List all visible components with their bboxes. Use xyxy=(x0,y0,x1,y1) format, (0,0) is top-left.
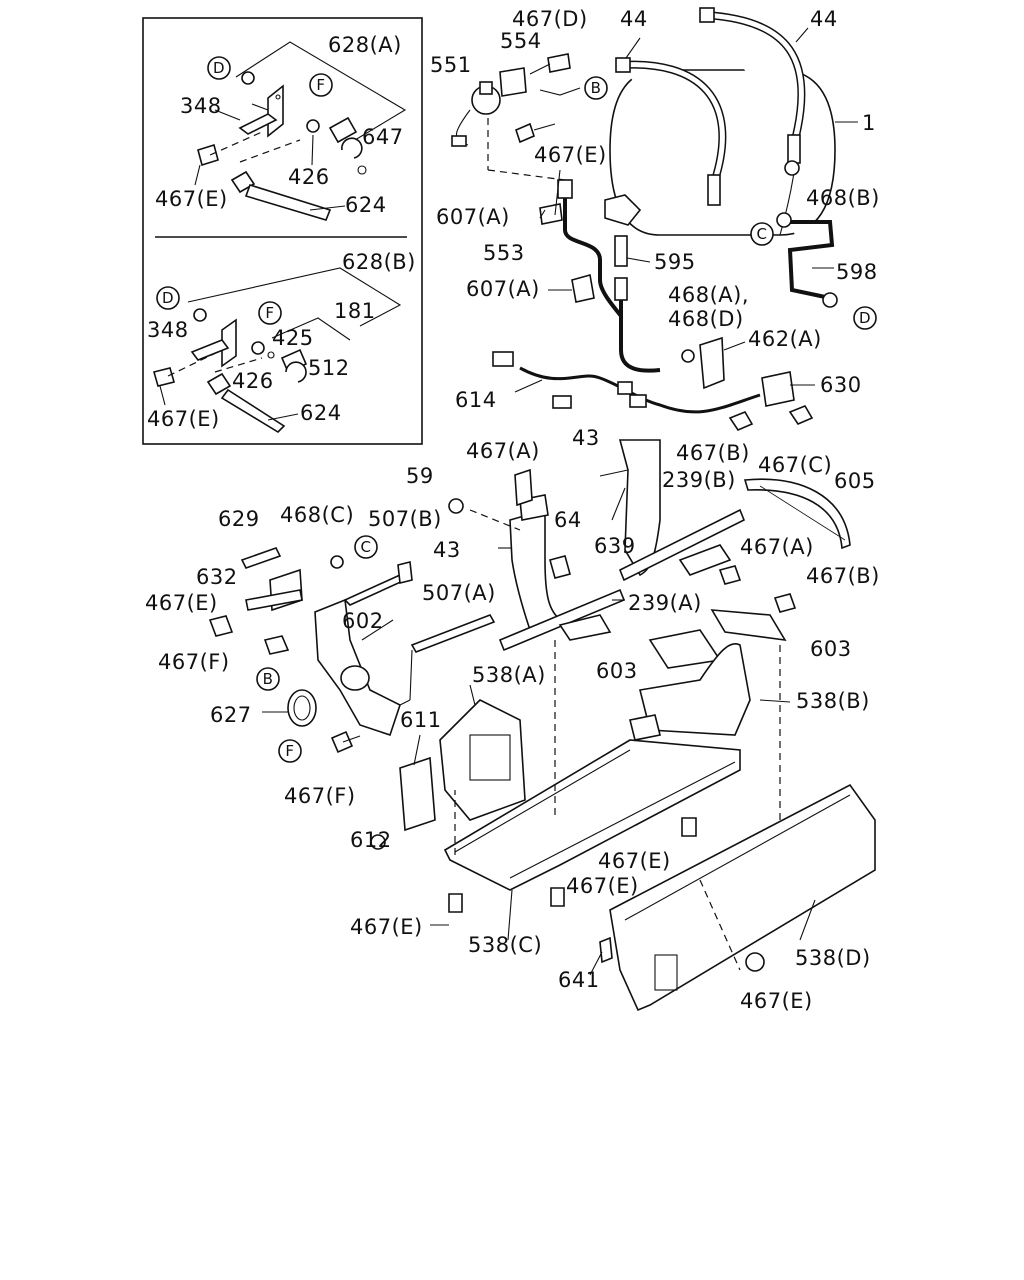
label-614: 614 xyxy=(455,388,497,412)
label-467e-bottom-left: 467(E) xyxy=(350,915,423,939)
label-628a: 628(A) xyxy=(328,33,402,57)
label-538b: 538(B) xyxy=(796,689,870,713)
inset-upper-assembly xyxy=(197,41,407,221)
label-239b: 239(B) xyxy=(662,468,736,492)
label-598: 598 xyxy=(836,260,878,284)
left-bracket-assembly xyxy=(208,547,496,754)
label-467e-left: 467(E) xyxy=(145,591,218,615)
main-markers: B C D C B F xyxy=(256,76,877,763)
label-628b: 628(B) xyxy=(342,250,416,274)
label-468c: 468(C) xyxy=(280,503,354,527)
label-348-upper: 348 xyxy=(180,94,222,118)
label-467e-top: 467(E) xyxy=(534,143,607,167)
label-348-lower: 348 xyxy=(147,318,189,342)
label-538c: 538(C) xyxy=(468,933,542,957)
tray-assembly xyxy=(370,640,876,1012)
leader-lines xyxy=(361,169,816,976)
label-612: 612 xyxy=(350,828,392,852)
label-462a: 462(A) xyxy=(748,327,822,351)
label-632: 632 xyxy=(196,565,238,589)
label-602: 602 xyxy=(342,609,384,633)
label-467f-1: 467(F) xyxy=(158,650,230,674)
label-629: 629 xyxy=(218,507,260,531)
label-538a: 538(A) xyxy=(472,663,546,687)
label-426-lower: 426 xyxy=(232,369,274,393)
label-467e-inset-upper: 467(E) xyxy=(155,187,228,211)
label-627: 627 xyxy=(210,703,252,727)
marker-d-main: D xyxy=(859,309,871,327)
label-43-top: 43 xyxy=(572,426,600,450)
label-605: 605 xyxy=(834,469,876,493)
label-467d: 467(D) xyxy=(512,7,588,31)
label-507b: 507(B) xyxy=(368,507,442,531)
label-1: 1 xyxy=(862,111,876,135)
label-467b-right: 467(B) xyxy=(806,564,880,588)
label-59: 59 xyxy=(406,464,434,488)
air-tank-assembly xyxy=(451,7,858,431)
label-603-right: 603 xyxy=(810,637,852,661)
bracket-assembly xyxy=(448,439,851,741)
label-554: 554 xyxy=(500,29,542,53)
marker-f-main: F xyxy=(285,742,294,760)
label-507a: 507(A) xyxy=(422,581,496,605)
label-624-lower: 624 xyxy=(300,401,342,425)
label-468b: 468(B) xyxy=(806,186,880,210)
label-467e-bottom-right: 467(E) xyxy=(740,989,813,1013)
detail-inset: 628(A) 348 647 426 467(E) 624 628(B) 181… xyxy=(142,17,423,445)
callout-labels: 44 44 1 467(D) 554 551 467(E) 468(B) 607… xyxy=(145,7,880,1013)
label-44-b: 44 xyxy=(810,7,838,31)
label-607a-2: 607(A) xyxy=(466,277,540,301)
label-603-center: 603 xyxy=(596,659,638,683)
label-595: 595 xyxy=(654,250,696,274)
label-551: 551 xyxy=(430,53,472,77)
label-43-mid: 43 xyxy=(433,538,461,562)
label-647: 647 xyxy=(362,125,404,149)
label-467c: 467(C) xyxy=(758,453,832,477)
inset-lower-assembly xyxy=(153,267,402,434)
label-64: 64 xyxy=(554,508,582,532)
inset-labels: 628(A) 348 647 426 467(E) 624 628(B) 181… xyxy=(147,33,416,431)
label-467e-c: 467(E) xyxy=(598,849,671,873)
label-181: 181 xyxy=(334,299,376,323)
label-624-upper: 624 xyxy=(345,193,387,217)
marker-d-inset-lower: D xyxy=(162,289,174,307)
label-44-a: 44 xyxy=(620,7,648,31)
label-239a: 239(A) xyxy=(628,591,702,615)
label-512: 512 xyxy=(308,356,350,380)
label-426-upper: 426 xyxy=(288,165,330,189)
label-467b-mid: 467(B) xyxy=(676,441,750,465)
label-611: 611 xyxy=(400,708,442,732)
marker-c-top: C xyxy=(757,225,768,243)
label-468d: 468(D) xyxy=(668,307,744,331)
label-607a-1: 607(A) xyxy=(436,205,510,229)
label-467a-2: 467(A) xyxy=(740,535,814,559)
label-553: 553 xyxy=(483,241,525,265)
label-630: 630 xyxy=(820,373,862,397)
marker-f-inset-lower: F xyxy=(265,304,274,322)
label-467e-d: 467(E) xyxy=(566,874,639,898)
marker-c-left: C xyxy=(361,538,372,556)
label-468a: 468(A), xyxy=(668,283,749,307)
label-467a-1: 467(A) xyxy=(466,439,540,463)
marker-b-top: B xyxy=(591,79,602,97)
label-639: 639 xyxy=(594,534,636,558)
marker-d-inset-upper: D xyxy=(213,59,225,77)
label-467e-inset-lower: 467(E) xyxy=(147,407,220,431)
label-467f-2: 467(F) xyxy=(284,784,356,808)
label-641: 641 xyxy=(558,968,600,992)
inset-markers: D F D F xyxy=(156,56,333,325)
marker-b-left: B xyxy=(263,670,274,688)
label-538d: 538(D) xyxy=(795,946,871,970)
marker-f-inset-upper: F xyxy=(316,76,325,94)
label-425: 425 xyxy=(272,326,314,350)
